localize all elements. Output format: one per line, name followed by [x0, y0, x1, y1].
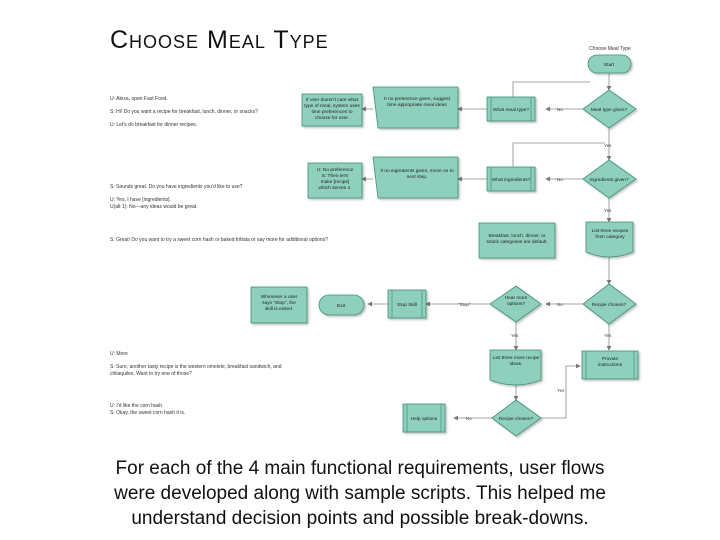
note-serves-line-4: which serves 4. [318, 185, 351, 191]
stop-skill-label: Stop Skill [397, 302, 417, 308]
edge-label-yes: Yes [511, 333, 519, 338]
what-ingredients-node [486, 166, 536, 192]
edge-label-stop: "Stop" [458, 302, 471, 307]
ingredients-given-label: Ingredients given? [589, 177, 629, 183]
user-flow-diagram: Choose Meal Type No Yes No Yes No "Stop"… [250, 46, 639, 437]
edge-labels: No Yes No Yes No "Stop" Yes Yes No Yes [458, 107, 612, 421]
meal-given-label: Meal type given? [591, 107, 628, 113]
no-ingredients-label: If no ingredients given, move on to next… [380, 169, 454, 180]
edge-label-no: No [557, 302, 563, 307]
note-stop [250, 286, 308, 324]
note-defaults-line-1: Breakfast, lunch, dinner, or [488, 233, 545, 239]
edge-label-yes: Yes [604, 208, 612, 213]
hear-more-label-wrap: Hear more options? [504, 296, 528, 307]
sample-script-ingredients: S: Sounds great. Do you have ingredients… [110, 184, 243, 210]
ingredients-given-decision [582, 159, 637, 199]
hear-more-label: Hear more options? [504, 296, 528, 307]
caption-line-2: were developed along with sample scripts… [114, 483, 606, 504]
connectors [361, 73, 612, 421]
edge-label-yes: Yes [557, 388, 565, 393]
recipe-chosen-2-label: Recipe chosen? [499, 416, 534, 422]
note-stop-line-2: says "Stop", the [262, 300, 296, 306]
edge-label-yes: Yes [604, 333, 612, 338]
provide-label-wrap: Provide instructions [597, 357, 623, 368]
note-stop-line-1: Whenever a user [261, 294, 298, 300]
note-time-line-1: If user doesn't care what [306, 97, 359, 103]
list-more-recipes-node [489, 349, 542, 386]
what-meal-label: What meal type? [493, 107, 529, 113]
note-serves [307, 162, 363, 199]
list-three-label-wrap: List three recipes from category [591, 229, 629, 240]
edge-label-yes: Yes [604, 143, 612, 148]
provide-label: Provide instructions [597, 357, 623, 368]
sample-script-open: U: Alexa, open Fast Food. S: Hi! Do you … [110, 96, 258, 128]
note-time-line-3: time preferences to [311, 109, 352, 115]
edge-label-no: No [466, 416, 472, 421]
process-bars [391, 97, 635, 432]
note-defaults-line-2: snack categories are default. [486, 239, 547, 245]
note-default-categories [478, 222, 556, 259]
start-node [587, 54, 632, 74]
recipe-chosen-2-decision [491, 399, 542, 437]
no-pref-label: If no preference given, suggest time-app… [384, 97, 450, 108]
note-serves-line-1: U: No preference [317, 167, 354, 173]
no-pref-label-wrap: If no preference given, suggest time-app… [384, 97, 450, 108]
stop-skill-node [387, 289, 427, 319]
start-label: Start [604, 62, 615, 68]
edge-label-no: No [557, 177, 563, 182]
hear-more-options-decision [489, 285, 542, 323]
help-options-label: Help options [411, 416, 438, 422]
edge-label-no: No [557, 107, 563, 112]
no-ingredients-node [372, 156, 459, 199]
caption: For each of the 4 main functional requir… [0, 456, 720, 531]
note-stop-line-3: skill is exited. [265, 306, 293, 312]
note-time-preferences [301, 93, 363, 127]
what-ingredients-label: What ingredients? [492, 177, 531, 183]
list-more-label: List three more recipe ideas. [492, 356, 540, 367]
diagram-heading: Choose Meal Type [589, 46, 631, 52]
list-three-label: List three recipes from category [591, 229, 629, 240]
recipe-chosen-decision [582, 283, 637, 325]
exit-label: Exit [337, 303, 346, 309]
provide-instructions-node [581, 350, 639, 380]
meal-type-given-decision [582, 89, 637, 129]
what-meal-type-node [486, 96, 536, 122]
list-more-label-wrap: List three more recipe ideas. [492, 356, 540, 367]
sample-script-choose: U: I'd like the corn hash. S: Okay, the … [110, 403, 186, 416]
sample-script-suggest: S: Great! Do you want to try a sweet cor… [110, 237, 328, 243]
no-preference-node [372, 86, 459, 129]
sample-script-more: U: More S: Sure, another tasty recipe is… [110, 351, 282, 377]
list-three-recipes-node [585, 221, 634, 258]
note-serves-line-2: S: Then let's [322, 173, 349, 179]
page-title: Choose Meal Type [110, 26, 329, 54]
caption-line-1: For each of the 4 main functional requir… [115, 458, 605, 479]
note-time-line-2: type of meal, system uses [304, 103, 360, 109]
help-options-node [402, 403, 446, 433]
note-serves-line-3: make [recipe] [321, 179, 350, 185]
caption-line-3: understand decision points and possible … [131, 508, 589, 529]
no-ingredients-label-wrap: If no ingredients given, move on to next… [380, 169, 454, 180]
recipe-chosen-label: Recipe chosen? [592, 302, 627, 308]
note-time-line-4: choose for user. [315, 115, 349, 121]
exit-node [318, 294, 365, 316]
